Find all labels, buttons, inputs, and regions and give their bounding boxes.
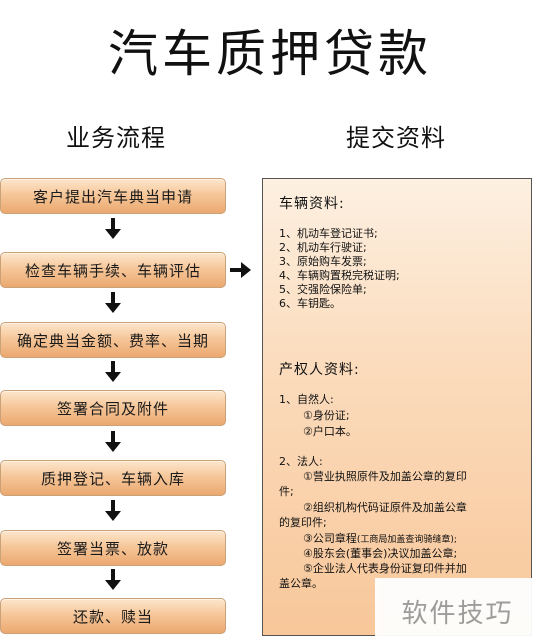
legal-person-item-cont: 件; [279,485,294,498]
down-arrow-icon [105,569,121,590]
step-6-box: 签署当票、放款 [0,530,226,566]
step-3-label: 确定典当金额、费率、当期 [16,331,209,350]
down-arrow-icon [105,500,121,521]
down-arrow-icon [105,431,121,452]
page-title: 汽车质押贷款 [108,25,432,83]
legal-person-item: ④股东会(董事会)决议加盖公章; [303,547,458,560]
legal-person-item: ①营业执照原件及加盖公章的复印 [303,470,467,483]
legal-person-item-main: ③公司章程 [303,532,357,545]
legal-person-item-cont: 盖公章。 [279,577,323,590]
down-arrow-icon [105,292,121,313]
natural-person-item: ①身份证; [303,409,350,422]
step-5-label: 质押登记、车辆入库 [40,469,185,488]
step-6-label: 签署当票、放款 [56,539,169,558]
legal-person-item: ②组织机构代码证原件及加盖公章 [303,501,467,514]
step-2-box: 检查车辆手续、车辆评估 [0,252,226,288]
documents-panel: 车辆资料: 1、机动车登记证书; 2、机动车行驶证; 3、原始购车发票; 4、车… [262,178,532,636]
step-1-box: 客户提出汽车典当申请 [0,178,226,214]
legal-person-item-cont: 的复印件; [279,516,327,529]
step-4-label: 签署合同及附件 [56,399,169,418]
vehicle-doc-item: 3、原始购车发票; [279,255,367,268]
vehicle-doc-item: 4、车辆购置税完税证明; [279,269,400,282]
flow-heading: 业务流程 [66,124,166,152]
step-5-box: 质押登记、车辆入库 [0,460,226,496]
watermark: 软件技巧 [375,578,540,644]
vehicle-doc-item: 5、交强险保险单; [279,283,367,296]
legal-person-item: ⑤企业法人代表身份证复印件并加 [303,562,467,575]
down-arrow-icon [105,361,121,382]
step-3-box: 确定典当金额、费率、当期 [0,322,226,358]
down-arrow-icon [105,218,121,239]
step-1-label: 客户提出汽车典当申请 [32,187,193,206]
owner-docs-heading: 产权人资料: [279,362,360,378]
vehicle-docs-heading: 车辆资料: [279,196,345,212]
legal-person-label: 2、法人: [279,455,323,468]
step-7-label: 还款、赎当 [72,607,153,626]
natural-person-item: ②户口本。 [303,425,357,438]
natural-person-label: 1、自然人: [279,393,334,406]
right-arrow-icon [230,262,251,278]
step-7-box: 还款、赎当 [0,598,226,634]
docs-heading: 提交资料 [346,124,446,152]
step-2-label: 检查车辆手续、车辆评估 [24,261,201,280]
vehicle-doc-item: 1、机动车登记证书; [279,227,378,240]
legal-person-item-note: (工商局加盖查询骑缝章); [356,535,457,545]
vehicle-doc-item: 2、机动车行驶证; [279,241,367,254]
step-4-box: 签署合同及附件 [0,390,226,426]
legal-person-item: ③公司章程(工商局加盖查询骑缝章); [303,532,457,547]
vehicle-doc-item: 6、车钥匙。 [279,297,341,310]
